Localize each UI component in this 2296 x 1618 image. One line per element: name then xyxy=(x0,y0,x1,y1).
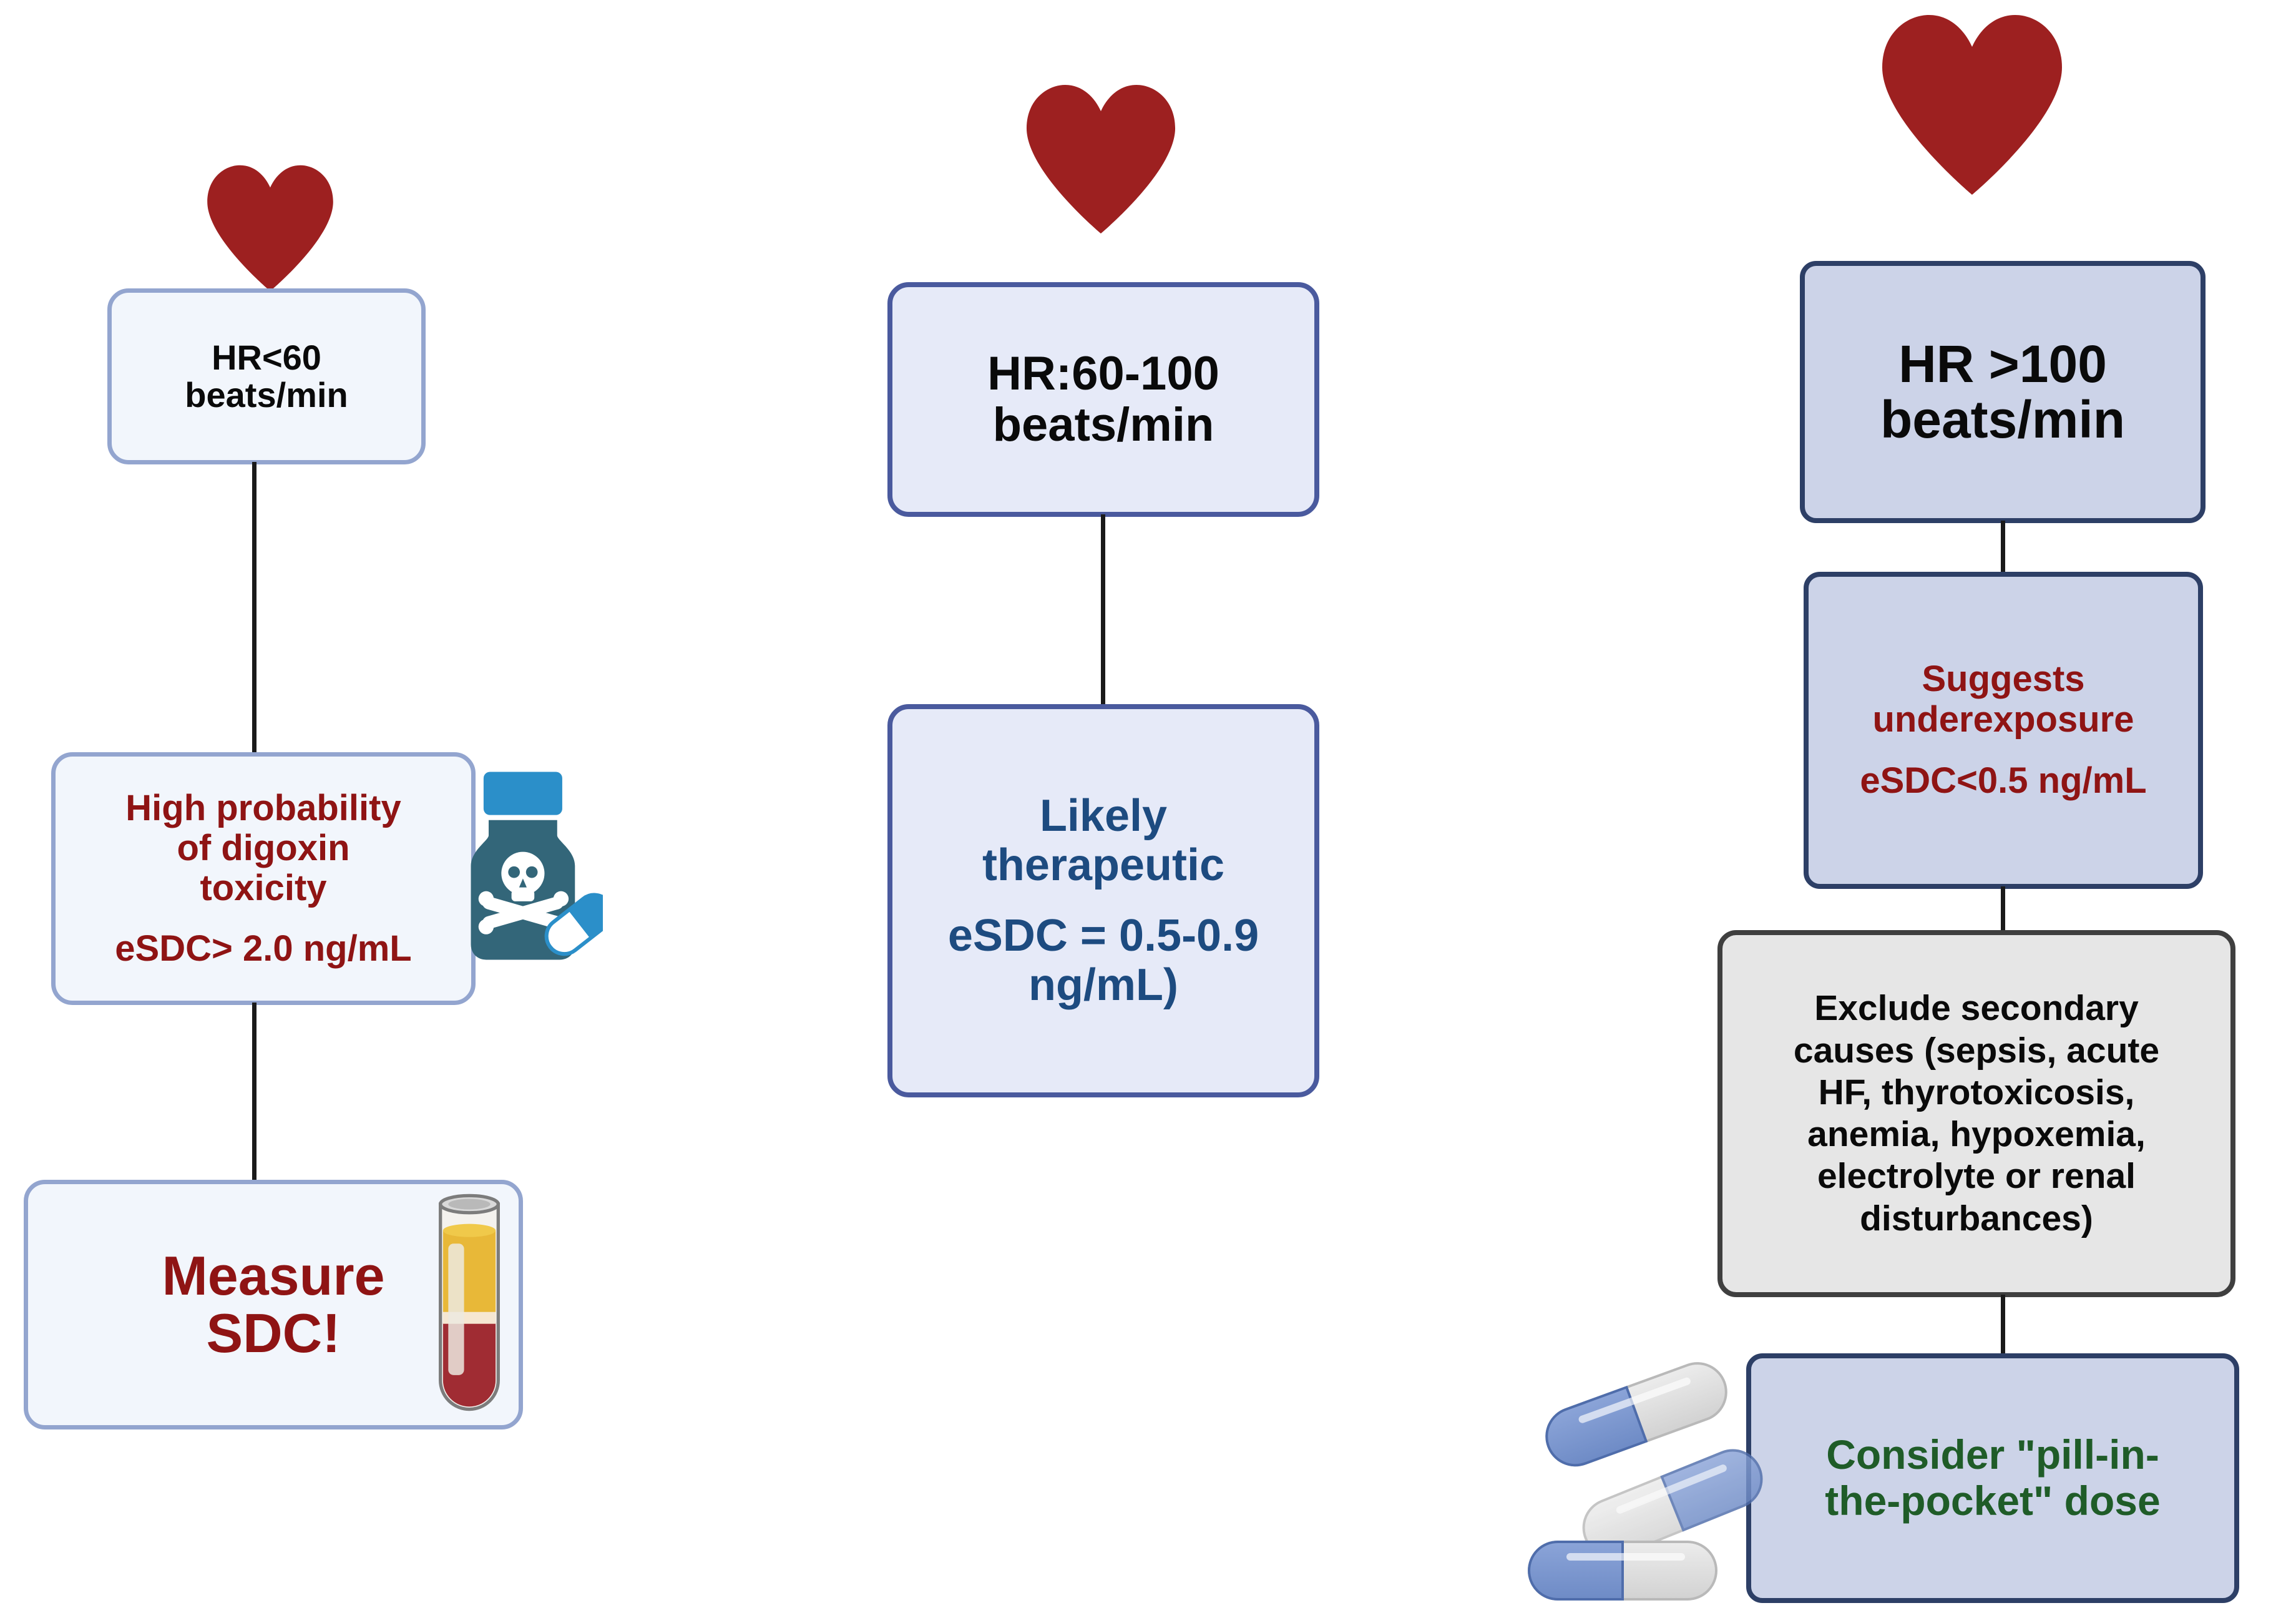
node-underexposure-line-1: Suggests xyxy=(1922,658,2085,699)
node-measure-sdc-line-1: Measure xyxy=(162,1245,385,1307)
node-pill-line-2: the-pocket" dose xyxy=(1825,1478,2161,1524)
node-toxicity-line-3: toxicity xyxy=(200,867,327,908)
pill-capsules-icon xyxy=(1510,1355,1785,1611)
node-exclude-line-6: disturbances) xyxy=(1860,1198,2093,1238)
node-toxicity-line-4: eSDC> 2.0 ng/mL xyxy=(115,928,412,969)
node-underexposure[interactable]: Suggests underexposure eSDC<0.5 ng/mL xyxy=(1804,572,2203,889)
poison-bottle-icon xyxy=(451,763,603,969)
node-underexposure-line-3: eSDC<0.5 ng/mL xyxy=(1860,760,2147,802)
node-exclude-secondary[interactable]: Exclude secondary causes (sepsis, acute … xyxy=(1717,930,2235,1297)
connector-c3-1 xyxy=(2001,521,2005,576)
node-therapeutic-line-1: Likely xyxy=(1039,790,1168,841)
node-therapeutic-line-3: eSDC = 0.5-0.9 xyxy=(947,911,1259,961)
node-therapeutic[interactable]: Likely therapeutic eSDC = 0.5-0.9 ng/mL) xyxy=(887,704,1319,1097)
node-hr-low[interactable]: HR<60 beats/min xyxy=(107,288,426,464)
node-hr-low-line-1: HR<60 xyxy=(212,337,321,377)
node-measure-sdc-line-2: SDC! xyxy=(206,1302,341,1364)
node-therapeutic-line-4: ng/mL) xyxy=(1028,960,1178,1011)
node-hr-high[interactable]: HR >100 beats/min xyxy=(1800,261,2206,523)
node-hr-high-line-1: HR >100 xyxy=(1898,334,2107,393)
node-underexposure-line-2: underexposure xyxy=(1872,699,2134,740)
connector-c1-1 xyxy=(252,462,256,755)
node-exclude-line-3: HF, thyrotoxicosis, xyxy=(1818,1072,2135,1112)
connector-c3-3 xyxy=(2001,1295,2005,1357)
node-exclude-line-5: electrolyte or renal xyxy=(1817,1156,2136,1197)
node-pill-in-pocket[interactable]: Consider "pill-in- the-pocket" dose xyxy=(1746,1353,2239,1603)
node-hr-low-line-2: beats/min xyxy=(185,375,348,414)
connector-c1-2 xyxy=(252,1003,256,1184)
node-exclude-line-1: Exclude secondary xyxy=(1814,988,2139,1029)
heart-icon xyxy=(1878,11,2066,199)
node-hr-normal[interactable]: HR:60-100 beats/min xyxy=(887,282,1319,517)
node-exclude-line-2: causes (sepsis, acute xyxy=(1793,1030,2160,1071)
node-therapeutic-line-2: therapeutic xyxy=(982,840,1225,890)
node-hr-normal-line-1: HR:60-100 xyxy=(987,346,1219,400)
node-hr-normal-line-2: beats/min xyxy=(992,398,1214,451)
blood-test-tube-icon xyxy=(429,1191,509,1415)
node-exclude-line-4: anemia, hypoxemia, xyxy=(1807,1114,2146,1154)
node-pill-line-1: Consider "pill-in- xyxy=(1826,1431,2159,1478)
node-toxicity-line-1: High probability xyxy=(125,787,401,828)
connector-c2-1 xyxy=(1101,514,1105,708)
node-toxicity-line-2: of digoxin xyxy=(177,827,350,868)
heart-icon xyxy=(1023,80,1178,238)
node-toxicity[interactable]: High probability of digoxin toxicity eSD… xyxy=(51,752,476,1005)
node-hr-high-line-2: beats/min xyxy=(1880,390,2126,449)
heart-icon xyxy=(205,161,336,295)
connector-c3-2 xyxy=(2001,886,2005,943)
